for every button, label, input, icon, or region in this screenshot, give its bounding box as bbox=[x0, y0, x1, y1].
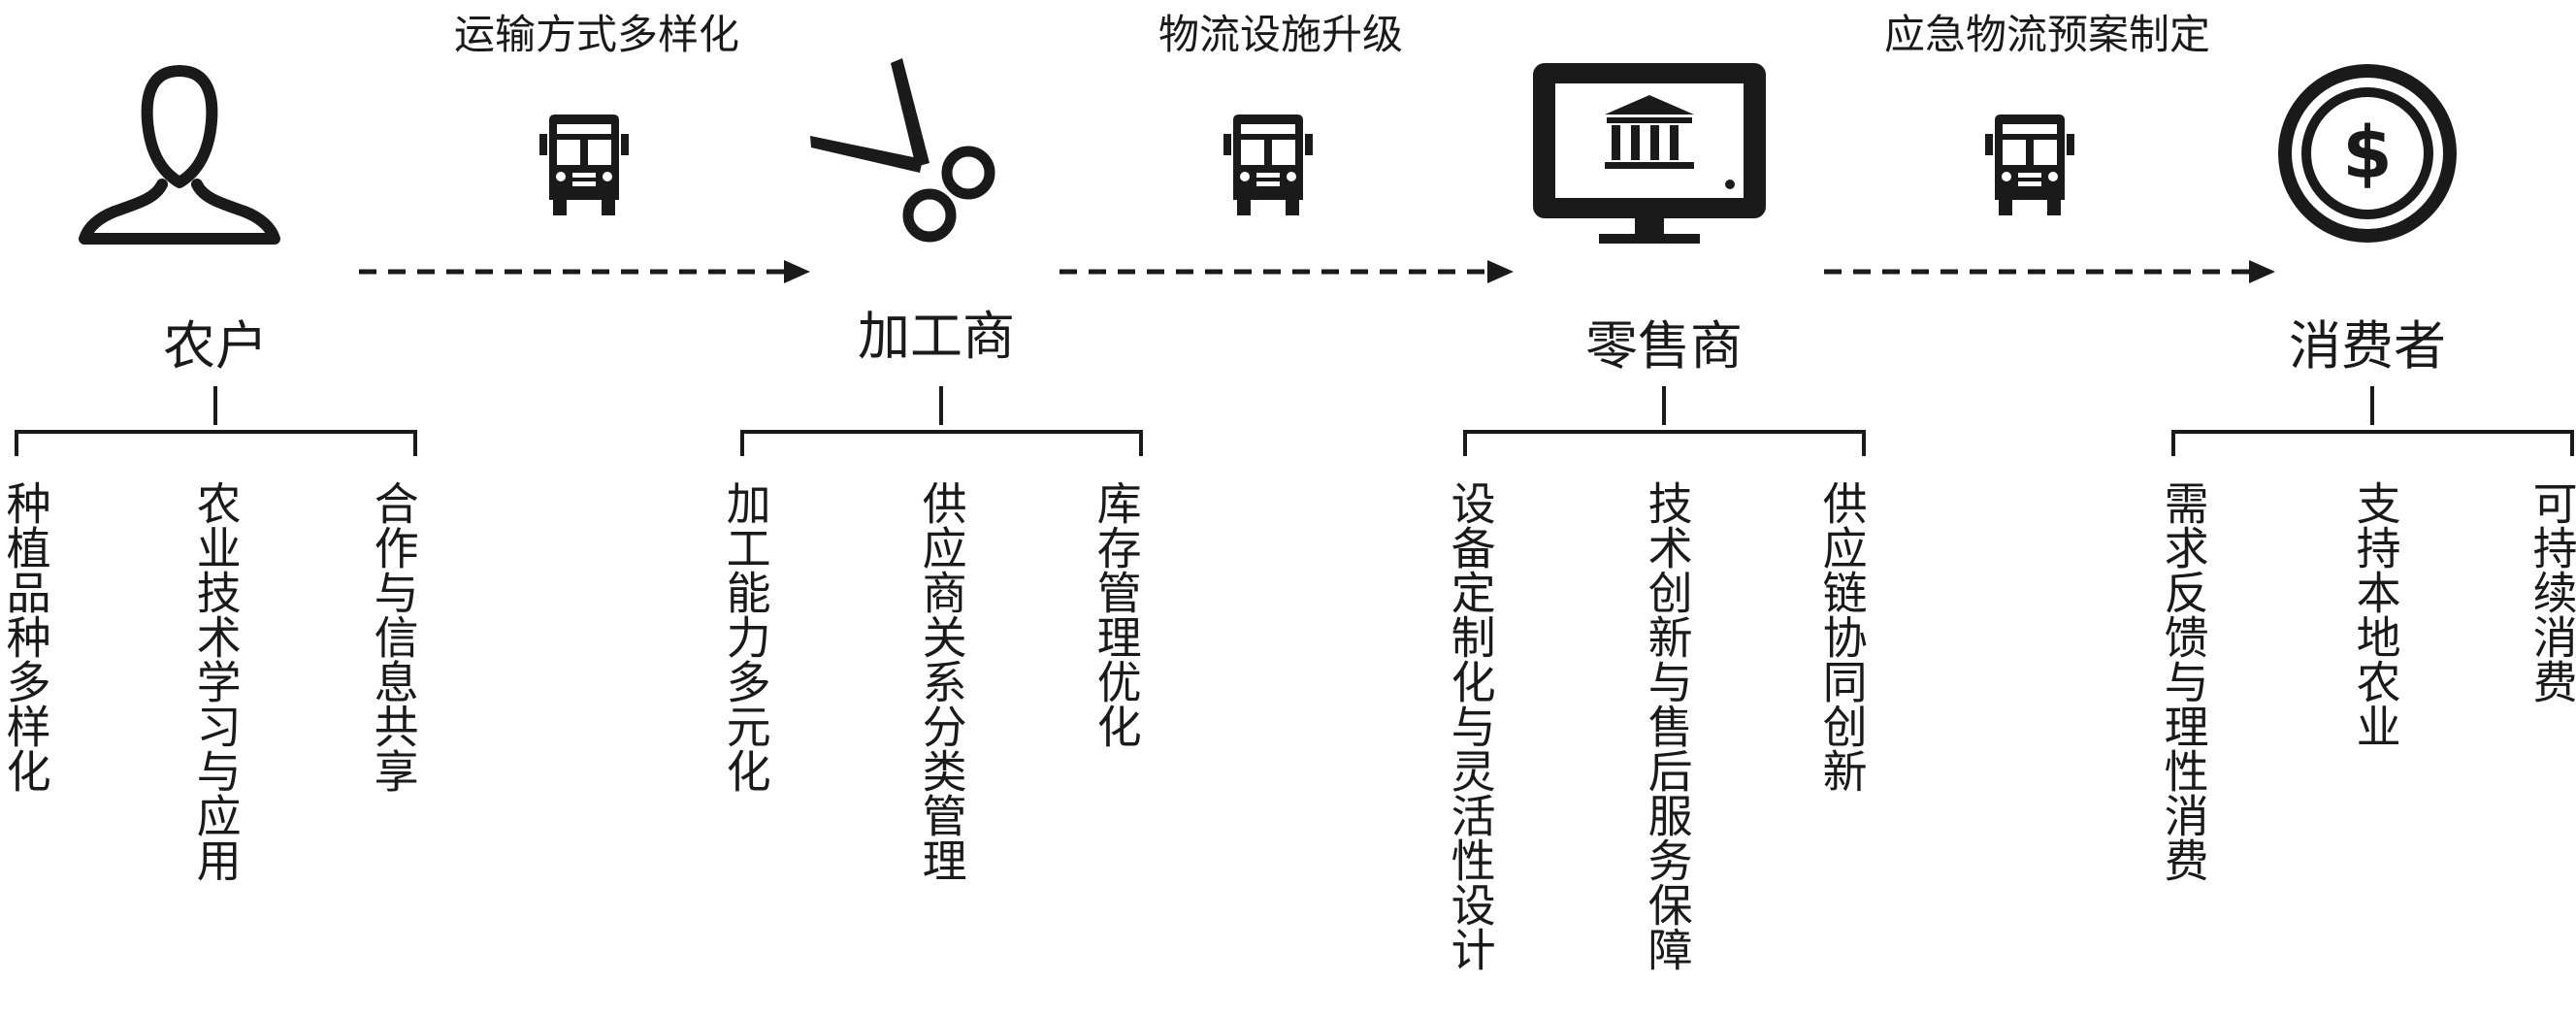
person-icon bbox=[79, 65, 280, 245]
detail-retailer-3: 供应链协同创新 bbox=[1815, 480, 1869, 793]
detail-consumer-1: 需求反馈与理性消费 bbox=[2157, 480, 2210, 882]
bank-monitor-icon bbox=[1533, 63, 1766, 244]
detail-consumer-3: 可持续消费 bbox=[2526, 480, 2576, 704]
detail-processor-3: 库存管理优化 bbox=[1090, 480, 1143, 748]
detail-consumer-2: 支持本地农业 bbox=[2349, 480, 2402, 748]
brace-farmer bbox=[15, 386, 417, 456]
detail-farmer-1: 种植品种多样化 bbox=[0, 480, 52, 793]
link-label-logistics: 物流设施升级 bbox=[1158, 11, 1404, 58]
node-label-farmer: 农户 bbox=[163, 315, 268, 377]
brace-consumer bbox=[2171, 386, 2574, 456]
detail-farmer-2: 农业技术学习与应用 bbox=[189, 480, 243, 882]
brace-processor bbox=[740, 386, 1143, 456]
bus-icon bbox=[539, 115, 629, 215]
node-label-processor: 加工商 bbox=[858, 306, 1015, 367]
detail-processor-2: 供应商关系分类管理 bbox=[915, 480, 968, 882]
dollar-coin-icon: $ bbox=[2278, 64, 2457, 243]
detail-processor-1: 加工能力多元化 bbox=[719, 480, 772, 793]
detail-retailer-1: 设备定制化与灵活性设计 bbox=[1444, 480, 1497, 971]
detail-retailer-2: 技术创新与售后服务保障 bbox=[1641, 480, 1694, 971]
arrow-farmer-to-processor bbox=[359, 260, 810, 283]
scissors-icon bbox=[810, 58, 995, 243]
link-label-transport: 运输方式多样化 bbox=[453, 11, 740, 58]
bus-icon bbox=[1223, 115, 1313, 215]
node-label-consumer: 消费者 bbox=[2289, 315, 2446, 377]
link-label-emergency: 应急物流预案制定 bbox=[1883, 11, 2211, 58]
svg-text:$: $ bbox=[2342, 112, 2393, 195]
brace-retailer bbox=[1463, 386, 1866, 456]
bus-icon bbox=[1985, 115, 2074, 215]
arrow-processor-to-retailer bbox=[1060, 260, 1514, 283]
detail-farmer-3: 合作与信息共享 bbox=[367, 480, 420, 793]
node-label-retailer: 零售商 bbox=[1585, 315, 1743, 377]
arrow-retailer-to-consumer bbox=[1824, 260, 2275, 283]
